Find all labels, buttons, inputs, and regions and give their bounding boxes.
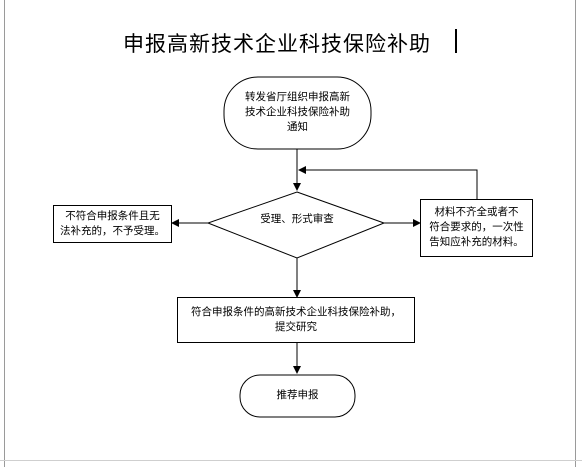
- text-cursor: [455, 29, 457, 53]
- start-node-label: 转发省厅组织申报高新 技术企业科技保险补助 通知: [245, 91, 350, 133]
- supplement-box: 材料不齐全或者不 符合要求的，一次性 告知应补充的材料。: [420, 199, 533, 257]
- frame-right-line: [575, 0, 576, 467]
- decision-node-label: 受理、形式审查: [260, 213, 334, 225]
- supplement-box-label: 材料不齐全或者不 符合要求的，一次性 告知应补充的材料。: [429, 206, 524, 248]
- qualified-box: 符合申报条件的高新技术企业科技保险补助， 提交研究: [177, 297, 415, 343]
- arrow-supplement-feedback: [298, 166, 478, 199]
- reject-box-label: 不符合申报条件且无 法补充的，不予受理。: [60, 210, 165, 237]
- end-node: [239, 374, 356, 418]
- frame-bottom-line: [0, 460, 582, 461]
- reject-box: 不符合申报条件且无 法补充的，不予受理。: [53, 205, 172, 243]
- frame-left-line: [4, 0, 5, 467]
- end-node-label: 推荐申报: [276, 389, 319, 401]
- diagram-title: 申报高新技术企业科技保险补助: [123, 32, 431, 56]
- qualified-box-label: 符合申报条件的高新技术企业科技保险补助， 提交研究: [191, 306, 401, 333]
